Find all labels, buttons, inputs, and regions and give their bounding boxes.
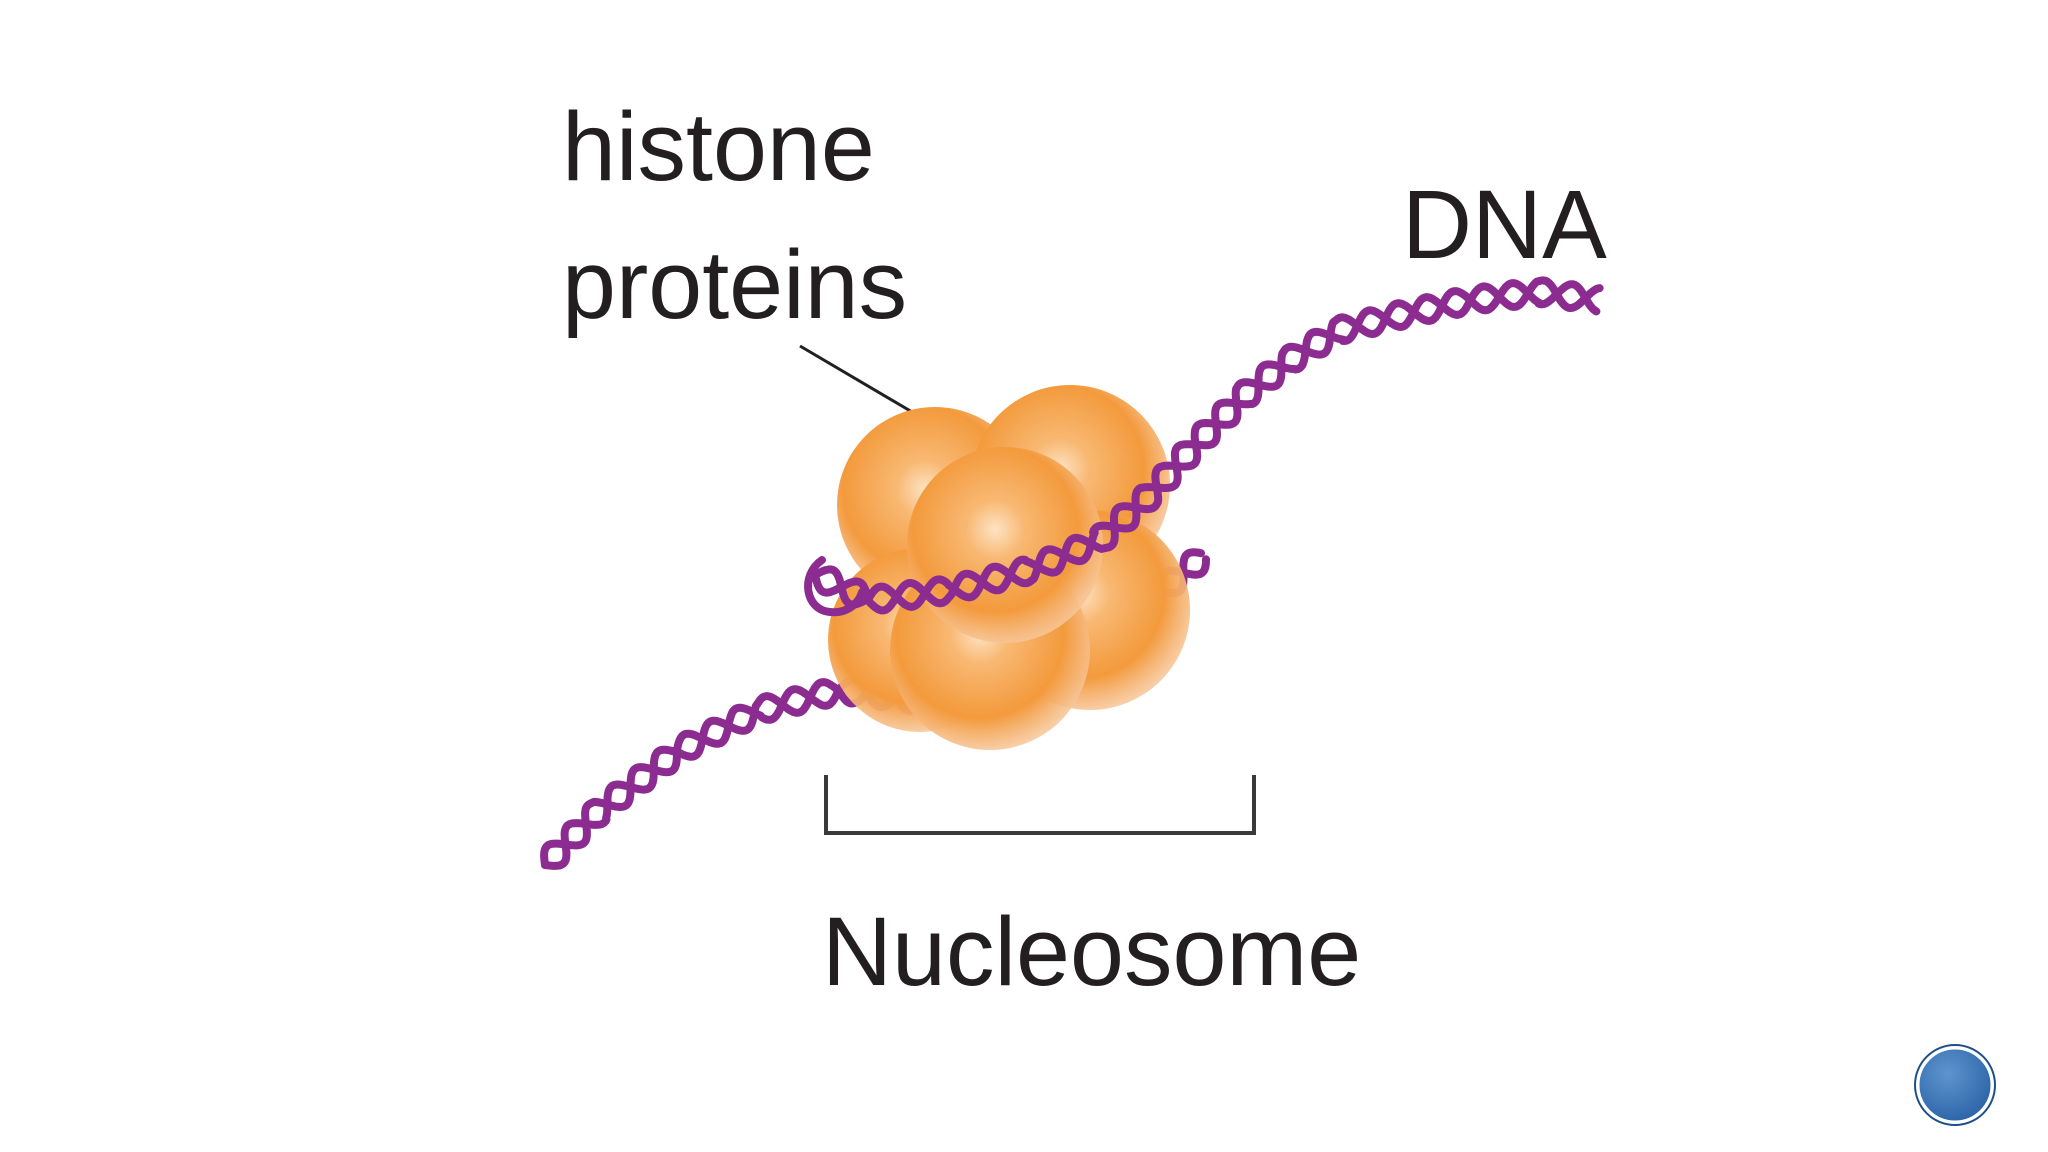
histone-label-line1: histone — [562, 92, 875, 201]
nucleosome-bracket — [824, 775, 1256, 835]
nav-button[interactable] — [1914, 1044, 1996, 1126]
dna-upper-strand — [804, 276, 1604, 617]
circle-nav-icon[interactable] — [1916, 1046, 1994, 1124]
histone-label-line2: proteins — [562, 230, 907, 339]
nucleosome-label: Nucleosome — [822, 897, 1361, 1006]
dna-label: DNA — [1402, 170, 1607, 279]
histone-octamer — [828, 385, 1190, 750]
histone-subunit — [907, 447, 1103, 643]
dna-backbone-a — [811, 279, 1601, 615]
dna-backbone-b — [811, 276, 1604, 611]
nav-button-ring — [1914, 1044, 1996, 1126]
dna-wrap-end — [804, 556, 866, 617]
